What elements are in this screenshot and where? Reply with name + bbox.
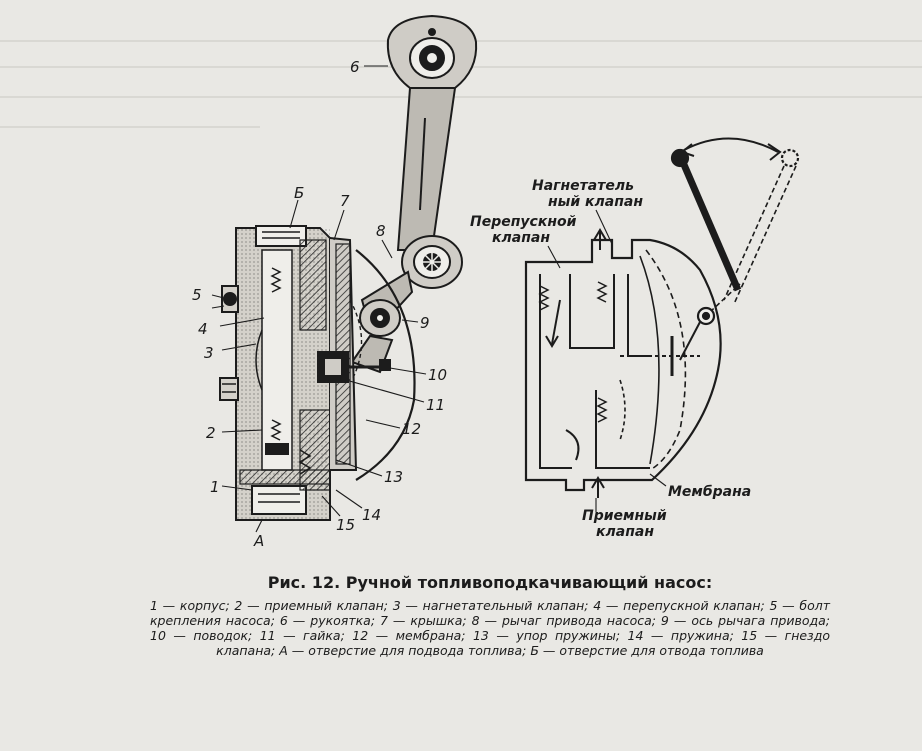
callout-9: 9 bbox=[420, 314, 430, 332]
label-membrane: Мембрана bbox=[668, 484, 751, 500]
label-intake-valve-1: Приемный bbox=[582, 508, 667, 524]
swing-arrow bbox=[683, 137, 779, 153]
bleed-line bbox=[0, 126, 260, 128]
figure-title-line: Рис. 12. Ручной топливоподкачивающий нас… bbox=[150, 573, 830, 592]
label-bypass-valve-2: клапан bbox=[492, 230, 550, 246]
callout-12: 12 bbox=[402, 420, 421, 438]
handle-dashed bbox=[723, 165, 797, 305]
callout-b: Б bbox=[294, 184, 304, 202]
lever-hub bbox=[401, 235, 463, 289]
label-discharge-valve-2: ный клапан bbox=[548, 194, 643, 210]
handle-knob bbox=[386, 14, 478, 89]
figure-number: Рис. 12. bbox=[267, 573, 341, 592]
bleed-line bbox=[0, 96, 922, 98]
callout-10: 10 bbox=[428, 366, 447, 384]
callout-8: 8 bbox=[376, 222, 386, 240]
callout-a: А bbox=[253, 532, 264, 550]
pump-figure: 6 Б 7 8 5 4 3 9 10 11 12 2 13 1 14 15 А bbox=[192, 14, 800, 550]
callout-2: 2 bbox=[206, 424, 216, 442]
schematic-membrane bbox=[645, 249, 687, 471]
handle-rod bbox=[396, 87, 457, 251]
callout-6: 6 bbox=[350, 58, 360, 76]
callout-1: 1 bbox=[210, 478, 220, 496]
label-bypass-valve-1: Перепускной bbox=[470, 214, 577, 230]
callout-5: 5 bbox=[192, 286, 202, 304]
callout-15: 15 bbox=[336, 516, 355, 534]
callout-11: 11 bbox=[426, 396, 445, 414]
schematic-housing bbox=[524, 238, 722, 492]
pump-section-drawing bbox=[211, 14, 478, 533]
callout-7: 7 bbox=[340, 192, 350, 210]
callout-14: 14 bbox=[362, 506, 381, 524]
callout-13: 13 bbox=[384, 468, 403, 486]
figure-title: Ручной топливоподкачивающий насос: bbox=[345, 573, 713, 592]
membrane-housing bbox=[355, 249, 416, 481]
pump-body bbox=[219, 225, 331, 521]
handle-ball-dashed bbox=[780, 148, 800, 168]
callout-3: 3 bbox=[204, 344, 214, 362]
figure-caption: Рис. 12. Ручной топливоподкачивающий нас… bbox=[150, 573, 830, 658]
figure-legend: 1 — корпус; 2 — приемный клапан; 3 — наг… bbox=[150, 598, 830, 658]
handle-solid bbox=[678, 158, 742, 292]
callout-4: 4 bbox=[198, 320, 208, 338]
label-discharge-valve-1: Нагнетатель bbox=[532, 178, 634, 194]
callout-leaders bbox=[211, 65, 427, 533]
label-intake-valve-2: клапан bbox=[596, 524, 654, 540]
pump-schematic bbox=[524, 137, 800, 512]
